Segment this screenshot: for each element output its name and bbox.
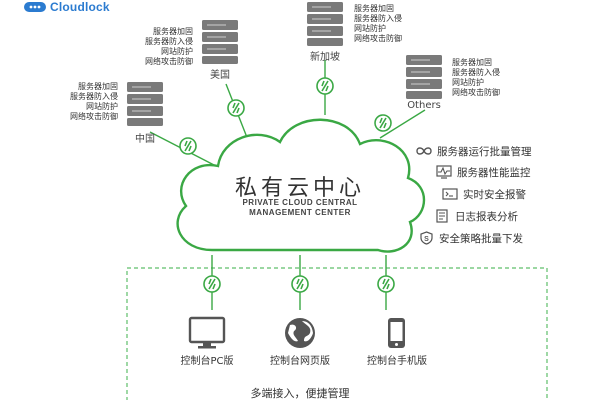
service-item: 服务器防入侵 <box>70 92 118 101</box>
feature-item: 服务器性能监控 <box>436 164 600 180</box>
bottom-caption: 多端接入，便捷管理 <box>250 387 350 400</box>
feature-label: 服务器性能监控 <box>457 166 531 179</box>
cloud-center-title: 私有云中心 <box>234 176 365 201</box>
link-badges <box>179 77 395 293</box>
report-icon <box>434 209 450 223</box>
server-services-others: 服务器加固 服务器防入侵 网站防护 网络攻击防御 <box>452 58 500 98</box>
feature-item: 服务器运行批量管理 <box>416 143 596 159</box>
server-label-singapore: 新加坡 <box>310 52 340 63</box>
server-label-others: Others <box>407 100 441 111</box>
subtitle-line: PRIVATE CLOUD CENTRAL <box>242 198 358 207</box>
service-item: 服务器防入侵 <box>354 14 402 23</box>
server-rack-icon-singapore <box>307 2 343 46</box>
feature-item: 日志报表分析 <box>434 208 600 224</box>
service-item: 服务器加固 <box>78 82 118 91</box>
globe-icon <box>285 318 315 348</box>
svg-text:S: S <box>424 236 429 243</box>
client-area-frame <box>126 267 548 400</box>
service-item: 服务器加固 <box>153 27 193 36</box>
service-item: 网络攻击防御 <box>145 57 193 66</box>
feature-label: 服务器运行批量管理 <box>437 145 532 158</box>
cloud-center-subtitle: PRIVATE CLOUD CENTRAL MANAGEMENT CENTER <box>200 198 400 218</box>
server-label-china: 中国 <box>135 134 155 145</box>
service-item: 网络攻击防御 <box>70 112 118 121</box>
service-item: 网络攻击防御 <box>452 88 500 97</box>
service-item: 服务器加固 <box>354 4 394 13</box>
service-item: 网站防护 <box>161 47 193 56</box>
service-item: 服务器防入侵 <box>145 37 193 46</box>
service-item: 服务器防入侵 <box>452 68 500 77</box>
feature-item: 实时安全报警 <box>442 186 600 202</box>
client-label-pc: 控制台PC版 <box>180 356 234 367</box>
server-rack-icon-china <box>127 82 163 126</box>
cloud-logo-icon <box>24 2 46 12</box>
shield-s-icon: S <box>418 231 434 245</box>
client-label-mobile: 控制台手机版 <box>367 356 427 367</box>
monitor-pulse-icon <box>436 165 452 179</box>
feature-item: S 安全策略批量下发 <box>418 230 598 246</box>
server-rack-icon-usa <box>202 20 238 64</box>
feature-label: 日志报表分析 <box>455 210 518 223</box>
brand-name: Cloudlock <box>50 0 110 14</box>
service-item: 网站防护 <box>354 24 386 33</box>
feature-label: 实时安全报警 <box>463 188 526 201</box>
desktop-monitor-icon <box>188 316 226 349</box>
service-item: 网站防护 <box>452 78 484 87</box>
service-item: 服务器加固 <box>452 58 492 67</box>
private-cloud-shape <box>176 118 426 253</box>
brand-logo: Cloudlock <box>24 0 110 14</box>
server-services-china: 服务器加固 服务器防入侵 网站防护 网络攻击防御 <box>70 82 118 122</box>
feature-label: 安全策略批量下发 <box>439 232 523 245</box>
subtitle-line: MANAGEMENT CENTER <box>249 208 351 217</box>
server-label-usa: 美国 <box>210 70 230 81</box>
infinity-icon <box>416 144 432 158</box>
terminal-icon <box>442 187 458 201</box>
service-item: 网络攻击防御 <box>354 34 402 43</box>
server-services-singapore: 服务器加固 服务器防入侵 网站防护 网络攻击防御 <box>354 4 402 44</box>
server-rack-icon-others <box>406 55 442 99</box>
server-services-usa: 服务器加固 服务器防入侵 网站防护 网络攻击防御 <box>145 27 193 67</box>
client-label-web: 控制台网页版 <box>270 356 330 367</box>
service-item: 网站防护 <box>86 102 118 111</box>
mobile-phone-icon <box>388 318 405 348</box>
